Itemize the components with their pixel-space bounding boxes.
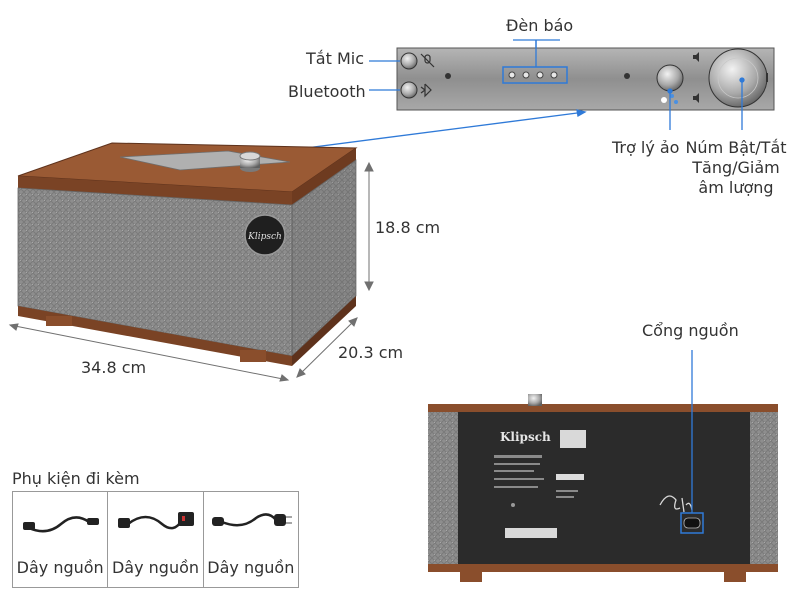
label-knob-line2: Tăng/Giảm xyxy=(692,158,780,177)
back-brand-logo: Klipsch xyxy=(500,430,551,444)
top-control-panel xyxy=(396,47,775,111)
indicator-frame xyxy=(502,66,568,84)
power-cord-icon xyxy=(23,516,99,533)
speaker-back-view xyxy=(428,394,778,582)
mic-off-icon xyxy=(420,53,435,68)
speaker-foot xyxy=(460,572,482,582)
brand-logo-text: Klipsch xyxy=(247,232,282,242)
bluetooth-button[interactable] xyxy=(400,81,418,99)
dimension-lines xyxy=(8,161,374,382)
label-power-port: Cổng nguồn xyxy=(642,321,739,340)
speaker-foot xyxy=(240,350,266,362)
accessory-item: Dây nguồn xyxy=(204,492,298,587)
panel-screw xyxy=(445,73,451,79)
accessories-grid: Dây nguồn Dây nguồn Dây nguồn xyxy=(12,491,299,588)
speaker-foot xyxy=(724,572,746,582)
brand-logo-badge xyxy=(244,214,286,256)
accessory-item: Dây nguồn xyxy=(13,492,109,587)
eu-plug-cord-icon xyxy=(211,513,292,527)
power-indicator-icon xyxy=(766,73,768,82)
accessory-label: Dây nguồn xyxy=(207,558,295,577)
assistant-button[interactable] xyxy=(656,64,684,92)
speaker-front-view xyxy=(17,142,358,366)
label-knob-line1: Núm Bật/Tắt xyxy=(685,138,787,157)
indicator-light xyxy=(536,71,544,79)
back-sticker xyxy=(505,528,557,538)
dimension-width: 34.8 cm xyxy=(81,358,147,377)
label-indicator: Đèn báo xyxy=(506,16,574,35)
indicator-light xyxy=(508,71,516,79)
dimension-depth: 20.3 cm xyxy=(338,343,404,362)
accessories-title: Phụ kiện đi kèm xyxy=(12,469,140,488)
volume-up-icon xyxy=(693,52,699,62)
uk-plug-cord-icon xyxy=(118,512,195,530)
back-sticker xyxy=(556,474,584,480)
dimension-height: 18.8 cm xyxy=(375,218,441,237)
label-knob-line3: âm lượng xyxy=(698,178,774,197)
indicator-light xyxy=(550,71,558,79)
speaker-foot xyxy=(46,316,72,326)
bluetooth-icon xyxy=(420,83,432,98)
mic-off-button[interactable] xyxy=(400,52,418,70)
label-bluetooth: Bluetooth xyxy=(288,82,366,101)
label-knob: Núm Bật/Tắt Tăng/Giảm âm lượng xyxy=(680,138,792,198)
back-sticker xyxy=(560,430,586,448)
accessory-label: Dây nguồn xyxy=(111,558,200,577)
power-port[interactable] xyxy=(683,517,701,529)
accessory-item: Dây nguồn xyxy=(108,492,204,587)
speaker-grille xyxy=(17,187,293,357)
panel-screw xyxy=(624,73,630,79)
indicator-light xyxy=(522,71,530,79)
volume-down-icon xyxy=(693,93,699,103)
label-mic-off: Tắt Mic xyxy=(306,49,364,68)
assistant-icon xyxy=(661,94,678,104)
label-virtual-assistant: Trợ lý ảo xyxy=(612,138,680,157)
accessory-label: Dây nguồn xyxy=(16,558,104,577)
